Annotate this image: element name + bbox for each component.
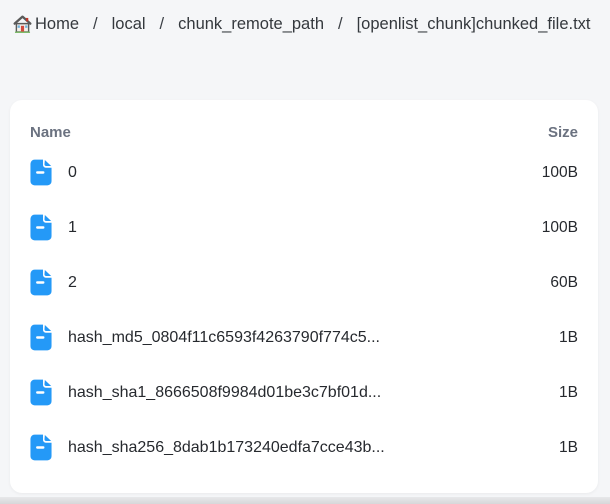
file-name: hash_md5_0804f11c6593f4263790f774c5... — [68, 328, 380, 346]
bottom-edge-strip — [0, 497, 610, 504]
file-size: 1B — [559, 328, 578, 346]
file-size: 60B — [550, 273, 578, 291]
file-icon — [30, 214, 52, 241]
breadcrumb-item[interactable]: [openlist_chunk]chunked_file.txt — [357, 12, 591, 36]
column-header-name[interactable]: Name — [30, 124, 71, 141]
breadcrumb-separator: / — [338, 15, 343, 33]
file-icon — [30, 269, 52, 296]
file-size: 1B — [559, 438, 578, 456]
file-row[interactable]: hash_sha1_8666508f9984d01be3c7bf01d... 1… — [30, 365, 578, 420]
file-list-card: Name Size 0 100B 1 100B 2 60B — [10, 100, 598, 493]
breadcrumb: Home / local / chunk_remote_path / [open… — [0, 0, 610, 36]
home-icon — [13, 14, 32, 33]
file-list-header: Name Size — [30, 108, 578, 145]
file-name: hash_sha256_8dab1b173240edfa7cce43b... — [68, 438, 385, 456]
file-icon — [30, 324, 52, 351]
file-name: 2 — [68, 273, 77, 291]
breadcrumb-item-label: Home — [35, 15, 80, 33]
breadcrumb-item-label: chunk_remote_path — [178, 15, 324, 33]
breadcrumb-item[interactable]: chunk_remote_path — [178, 12, 324, 36]
file-row[interactable]: 0 100B — [30, 145, 578, 200]
breadcrumb-item-label: [openlist_chunk]chunked_file.txt — [356, 15, 591, 33]
breadcrumb-separator: / — [93, 15, 98, 33]
breadcrumb-item[interactable]: local — [112, 12, 146, 36]
file-icon — [30, 379, 52, 406]
breadcrumb-item-label: local — [111, 15, 146, 33]
file-row[interactable]: hash_md5_0804f11c6593f4263790f774c5... 1… — [30, 310, 578, 365]
file-row[interactable]: hash_sha256_8dab1b173240edfa7cce43b... 1… — [30, 420, 578, 475]
file-icon — [30, 434, 52, 461]
file-name: 1 — [68, 218, 77, 236]
breadcrumb-item[interactable]: Home — [12, 12, 79, 36]
column-header-size[interactable]: Size — [547, 124, 578, 141]
breadcrumb-separator: / — [159, 15, 165, 33]
file-size: 100B — [541, 218, 578, 236]
file-row[interactable]: 1 100B — [30, 200, 578, 255]
file-row[interactable]: 2 60B — [30, 255, 578, 310]
file-size: 100B — [541, 163, 578, 181]
file-list: 0 100B 1 100B 2 60B hash_md5_0804f11c659… — [30, 145, 578, 475]
file-name: 0 — [68, 163, 77, 181]
file-name: hash_sha1_8666508f9984d01be3c7bf01d... — [68, 383, 382, 401]
file-icon — [30, 159, 52, 186]
file-size: 1B — [559, 383, 578, 401]
